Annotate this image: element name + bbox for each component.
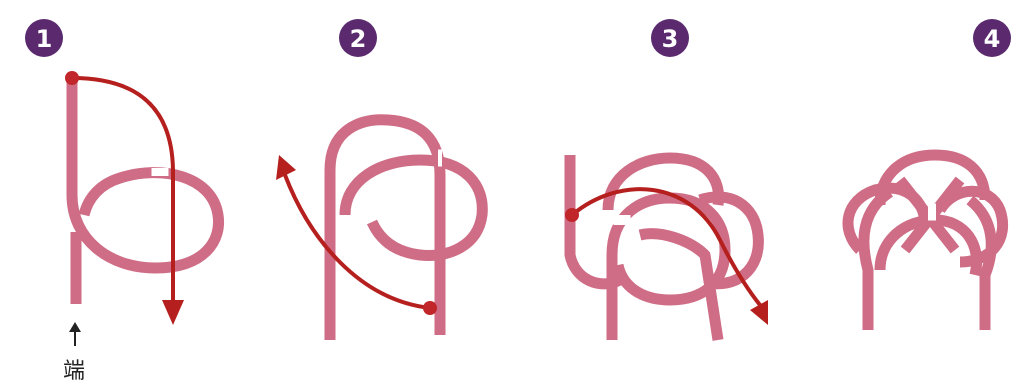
step-1-arrow [65,71,184,325]
step-4-cord [848,155,1003,330]
step-1-number: 1 [36,25,53,53]
step-2-number: 2 [350,25,367,53]
step-2-start-dot [423,301,437,315]
step-1-panel: 1 端 [25,19,219,384]
step-1-start-dot [65,71,79,85]
step-1-cord [72,80,219,304]
step-4-panel: 4 [848,19,1011,330]
step-4-badge: 4 [973,19,1011,57]
step-2-cord [330,120,482,340]
step-3-panel: 3 [565,19,768,340]
step-1-badge: 1 [25,19,63,57]
end-label-text: 端 [63,359,85,384]
end-label: 端 [63,322,85,384]
step-2-panel: 2 [276,19,482,340]
step-4-number: 4 [984,25,1001,53]
step-3-start-dot [565,208,579,222]
step-2-badge: 2 [339,19,377,57]
step-3-badge: 3 [651,19,689,57]
step-3-number: 3 [662,25,679,53]
step-3-cord [570,155,758,340]
